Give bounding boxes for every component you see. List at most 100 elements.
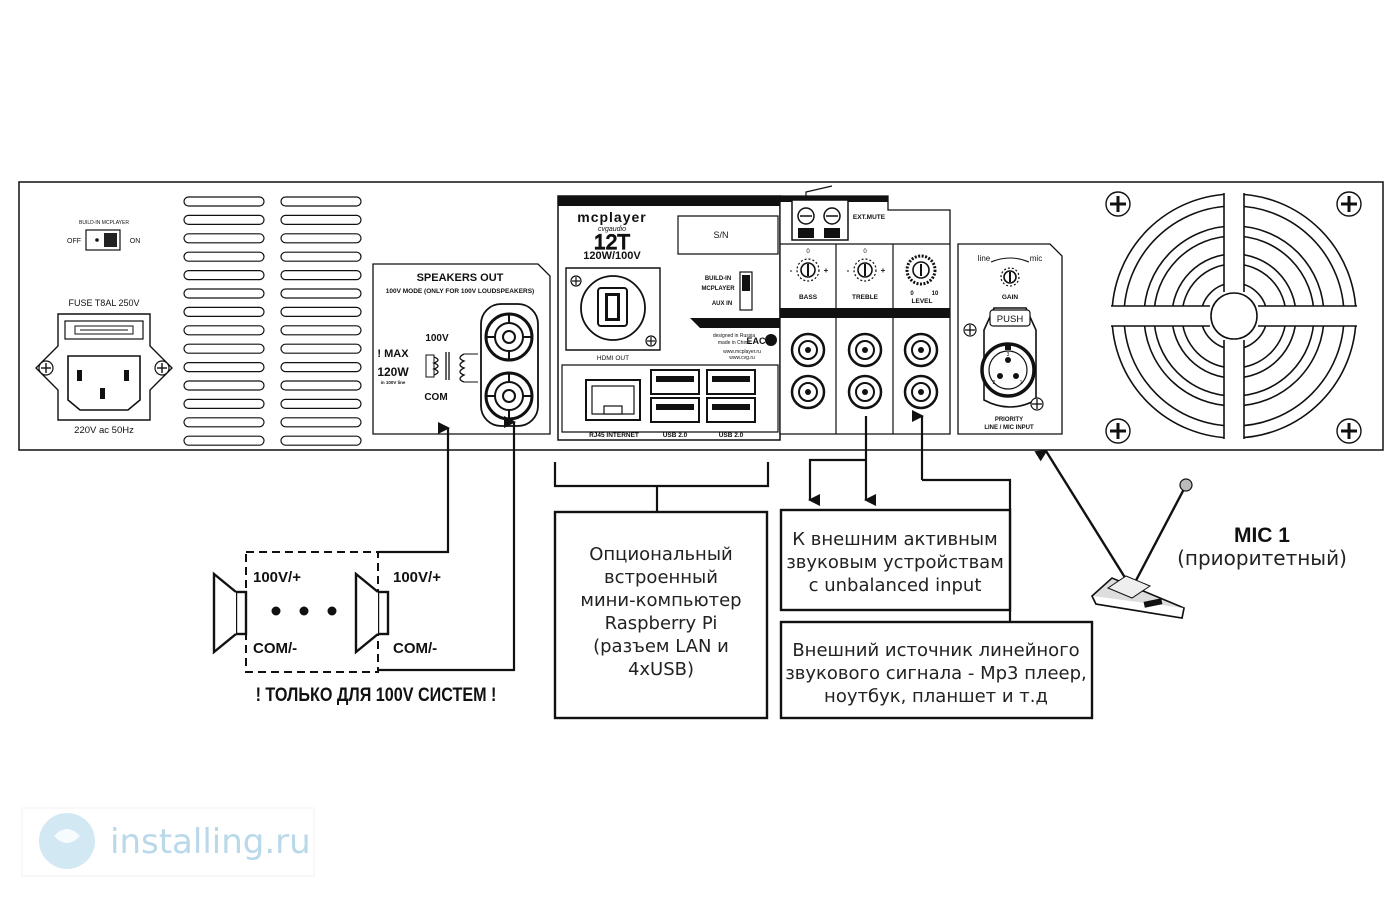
transformer-icon	[425, 352, 478, 383]
vent-slot	[280, 288, 362, 299]
mic-input-section: line mic GAIN PUSH 2 1 3	[957, 243, 1063, 435]
input-select-switch[interactable]	[739, 271, 753, 311]
treble-zero: 0	[863, 249, 867, 255]
rca-repeater-out-1[interactable]	[790, 332, 826, 368]
active-devices-line-3: с unbalanced input	[809, 575, 982, 596]
screw-icon	[963, 323, 977, 337]
xlr-pin-1: 1	[1020, 380, 1023, 386]
rj45-port[interactable]	[585, 379, 641, 421]
speaker-terminal-com[interactable]	[484, 371, 534, 421]
vent-slot	[183, 398, 265, 409]
computer-note: Опциональный встроенный мини-компьютер R…	[553, 510, 769, 720]
usb-port[interactable]	[706, 397, 756, 423]
ext-mute-terminal[interactable]	[791, 185, 849, 241]
watermark-text: installing.ru	[110, 822, 311, 862]
priority-label: PRIORITY	[995, 417, 1023, 423]
hdmi-port[interactable]	[580, 275, 646, 341]
url-mcplayer: www.mcplayer.ru	[723, 349, 761, 355]
treble-knob[interactable]	[853, 258, 877, 282]
speaker-group: 100V/+ COM/- 100V/+ COM/- ! ТОЛЬКО ДЛЯ 1…	[212, 551, 497, 706]
speaker2-100v-label: 100V/+	[393, 569, 441, 586]
bass-zero: 0	[806, 249, 810, 255]
treble-label: TREBLE	[852, 294, 879, 301]
vent-slot	[183, 270, 265, 281]
aux-in-label: AUX IN	[911, 312, 931, 318]
computer-note-line-3: мини-компьютер	[580, 590, 741, 611]
ellipsis-dot	[327, 606, 337, 616]
screw-icon	[154, 360, 170, 376]
rca-aux-in-2[interactable]	[903, 374, 939, 410]
vent-slot	[280, 325, 362, 336]
usb-port[interactable]	[706, 369, 756, 395]
rca-aux-in-1[interactable]	[903, 332, 939, 368]
usb-label-1: USB 2.0	[663, 432, 688, 439]
made-label: made in China	[718, 340, 750, 346]
speakers-out-title: SPEAKERS OUT	[417, 272, 504, 284]
com-label: COM	[424, 392, 447, 403]
select-build-in: BUILD-IN	[705, 276, 731, 282]
bass-knob[interactable]	[796, 258, 820, 282]
xlr-combo-jack[interactable]: PUSH 2 1 3	[980, 307, 1037, 408]
screw-icon	[38, 360, 54, 376]
vent-slot	[280, 398, 362, 409]
gain-label: GAIN	[1002, 294, 1019, 301]
select-mcplayer: MCPLAYER	[701, 286, 735, 292]
vent-slot	[280, 362, 362, 373]
screw-icon	[1336, 191, 1362, 217]
wire-com	[378, 416, 516, 672]
vent-slot	[183, 417, 265, 428]
vent-slot	[183, 343, 265, 354]
vent-slot	[183, 214, 265, 225]
vent-slot	[183, 233, 265, 244]
push-label: PUSH	[997, 314, 1024, 325]
screw-icon	[1030, 397, 1044, 411]
rca-link-music-out-2[interactable]	[847, 374, 883, 410]
designed-label: designed in Russia	[713, 333, 755, 339]
speaker1-com-label: COM/-	[253, 640, 297, 657]
power-inlet: FUSE T8AL 250V 220V ac 50Hz	[35, 298, 173, 436]
module-bracket	[553, 462, 770, 512]
level-max: 10	[932, 291, 939, 297]
rca-link-music-out-1[interactable]	[847, 332, 883, 368]
computer-note-line-2: встроенный	[604, 567, 718, 588]
vent-slot	[280, 233, 362, 244]
usb-port[interactable]	[650, 397, 700, 423]
sub-brand: cvgaudio	[598, 226, 626, 233]
wire-mic	[1034, 449, 1131, 585]
computer-note-line-4: Raspberry Pi	[605, 613, 718, 634]
level-knob[interactable]	[905, 254, 937, 286]
speaker-terminal-100v[interactable]	[484, 312, 534, 362]
switch-on-label: ON	[130, 238, 141, 245]
build-in-mcplayer-switch[interactable]: BUILD-IN MCPLAYER OFF ON	[67, 220, 141, 251]
line-mic-input-label: LINE / MIC INPUT	[984, 425, 1034, 431]
speaker1-100v-label: 100V/+	[253, 569, 301, 586]
wire-100v	[378, 422, 450, 554]
level-min: 0	[910, 291, 914, 297]
active-devices-line-1: К внешним активным	[792, 529, 997, 550]
gain-line-label: line	[978, 254, 991, 263]
vent-slot	[183, 288, 265, 299]
rca-repeater-out-2[interactable]	[790, 374, 826, 410]
xlr-pin-3: 3	[1007, 352, 1010, 358]
repeater-out-label: REPEATER OUT	[785, 312, 832, 318]
input-select-label: INPUT SELECT	[716, 322, 760, 328]
vent-slot	[183, 251, 265, 262]
switch-title: BUILD-IN MCPLAYER	[79, 220, 129, 226]
usb-label-2: USB 2.0	[719, 432, 744, 439]
vent-slot	[280, 343, 362, 354]
gain-knob[interactable]	[1000, 267, 1020, 287]
warning-100v-only: ! ТОЛЬКО ДЛЯ 100V СИСТЕМ !	[256, 684, 497, 706]
treble-minus: -	[847, 266, 850, 275]
screw-icon	[645, 335, 657, 347]
ellipsis-dot	[271, 606, 281, 616]
model-name: 12T	[594, 231, 630, 254]
screw-icon	[1336, 418, 1362, 444]
computer-note-line-1: Опциональный	[589, 544, 733, 565]
ventilation-slots	[183, 196, 362, 446]
computer-note-line-5: (разъем LAN и	[593, 636, 729, 657]
line-source-line-1: Внешний источник линейного	[792, 640, 1079, 661]
usb-port[interactable]	[650, 369, 700, 395]
wire-repeater-out	[808, 458, 866, 506]
vent-slot	[280, 214, 362, 225]
power-rating: 220V ac 50Hz	[74, 425, 134, 436]
